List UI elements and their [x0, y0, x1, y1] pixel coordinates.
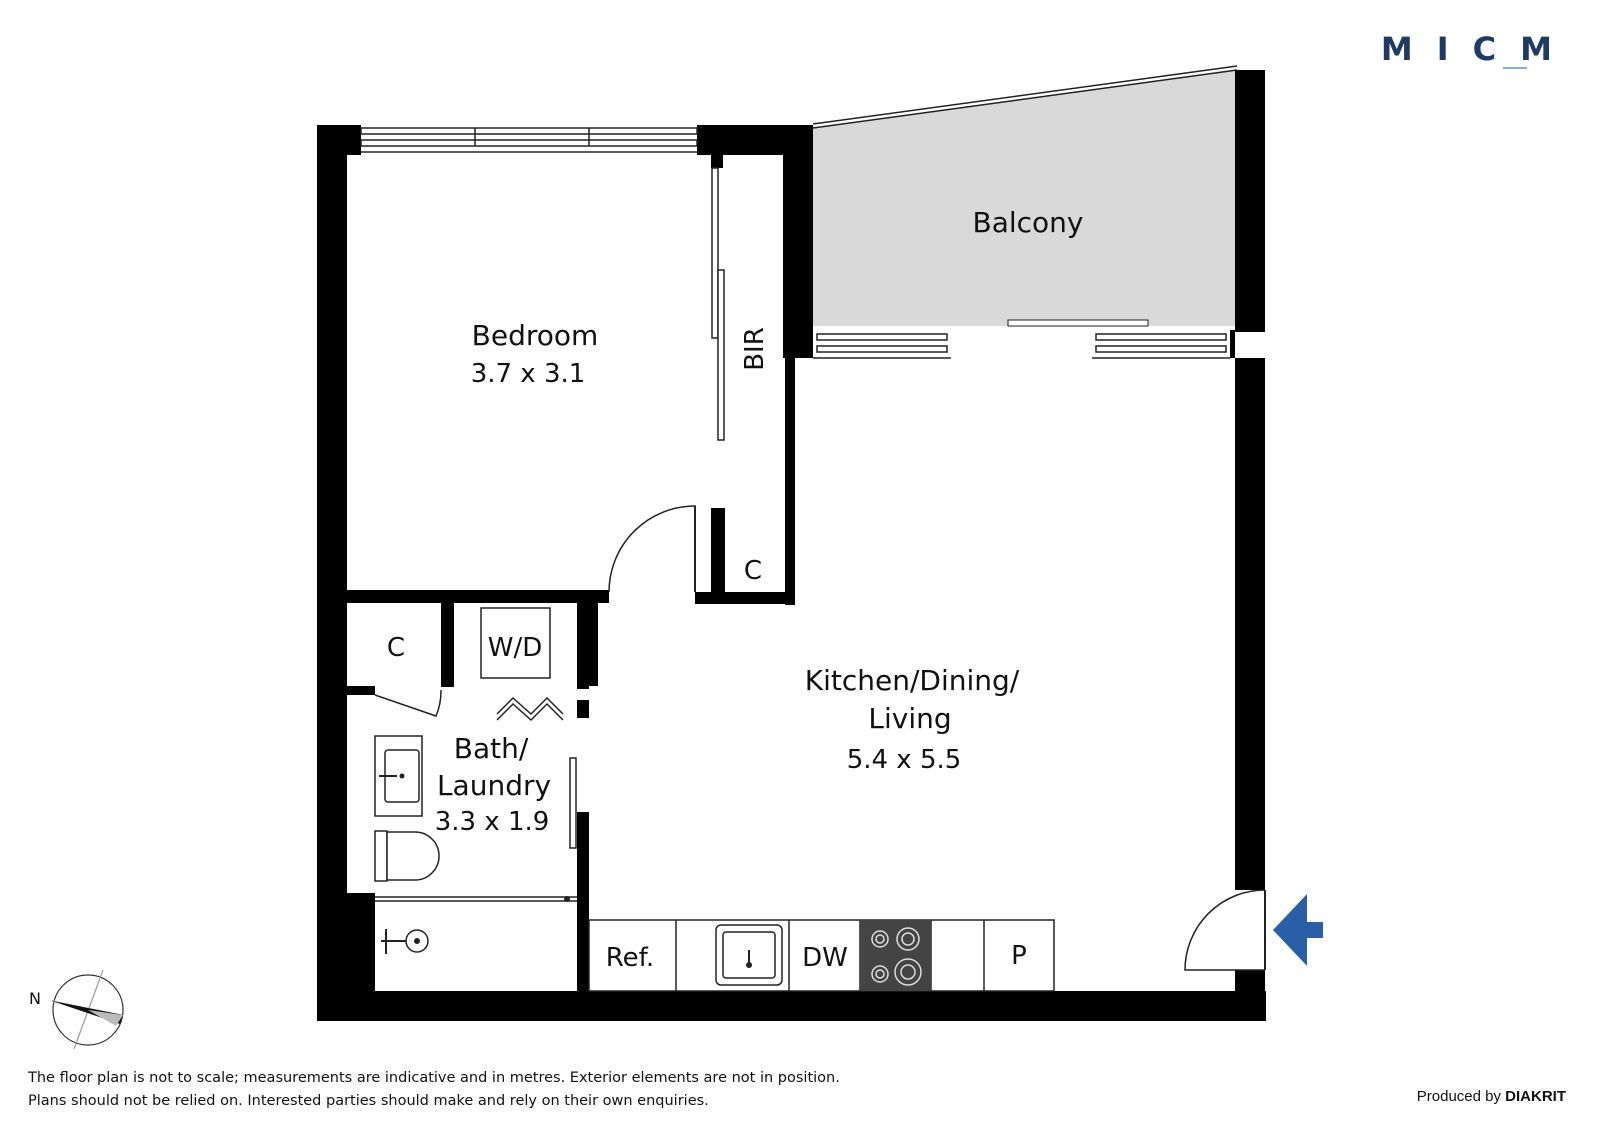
- entry-arrow-icon: [1273, 894, 1323, 966]
- bedroom-window: [360, 125, 698, 155]
- shower-drain: [414, 938, 420, 944]
- linen-cupboard-label: C: [387, 633, 405, 663]
- balcony-door-left: [813, 330, 951, 360]
- basin-drain: [399, 773, 405, 779]
- bedroom-door-swing: [608, 505, 696, 593]
- kitchen-bench: [588, 919, 1055, 992]
- producer-credit: Produced by DIAKRIT: [1417, 1088, 1566, 1105]
- bath-label-line2: Laundry: [437, 769, 551, 802]
- compass-north-label: N: [29, 989, 41, 1008]
- balcony-edge: [812, 65, 1238, 125]
- living-label-line2: Living: [868, 702, 951, 735]
- washer-dryer-box: [480, 607, 551, 679]
- bath-size: 3.3 x 1.9: [435, 807, 550, 837]
- dishwasher-label: DW: [802, 943, 848, 973]
- bedroom-label: Bedroom: [472, 319, 599, 352]
- washer-dryer-label: W/D: [488, 633, 543, 663]
- pantry-label: P: [1011, 941, 1027, 971]
- bifold-door: [496, 696, 564, 716]
- entry-door-swing: [1184, 889, 1266, 971]
- living-size: 5.4 x 5.5: [847, 745, 962, 775]
- brand-logo-underline: [1503, 67, 1527, 69]
- disclaimer-line-1: The floor plan is not to scale; measurem…: [28, 1070, 840, 1086]
- toilet-bowl: [386, 831, 440, 881]
- bath-label-line1: Bath/: [454, 732, 529, 765]
- cooktop-burners: [871, 927, 922, 986]
- bifold-door: [496, 702, 564, 722]
- hall-cupboard-label: C: [744, 556, 762, 586]
- balcony-area: [813, 70, 1237, 326]
- balcony-door-right: [1092, 330, 1230, 360]
- balcony-edge: [812, 69, 1238, 129]
- disclaimer-line-2: Plans should not be relied on. Intereste…: [28, 1093, 709, 1109]
- compass-icon: [51, 969, 124, 1050]
- fridge-label: Ref.: [606, 943, 654, 973]
- bir-sliding-doors: [711, 167, 725, 441]
- brand-logo: MICM: [1380, 30, 1576, 68]
- cooktop: [860, 920, 931, 991]
- shower-rail-end: [564, 896, 570, 902]
- bedroom-size: 3.7 x 3.1: [471, 359, 586, 389]
- bir-label: BIR: [740, 327, 770, 371]
- cupboard-door-swing: [374, 689, 442, 717]
- bath-sliding-door: [569, 757, 577, 849]
- producer-name: DIAKRIT: [1505, 1088, 1566, 1105]
- balcony-label: Balcony: [973, 206, 1084, 239]
- balcony-threshold: [1007, 319, 1149, 327]
- walls: [317, 70, 1266, 1021]
- produced-by-text: Produced by: [1416, 1088, 1501, 1105]
- living-label-line1: Kitchen/Dining/: [805, 664, 1020, 697]
- toilet-cistern: [374, 830, 388, 882]
- kitchen-sink-drain: [746, 962, 752, 968]
